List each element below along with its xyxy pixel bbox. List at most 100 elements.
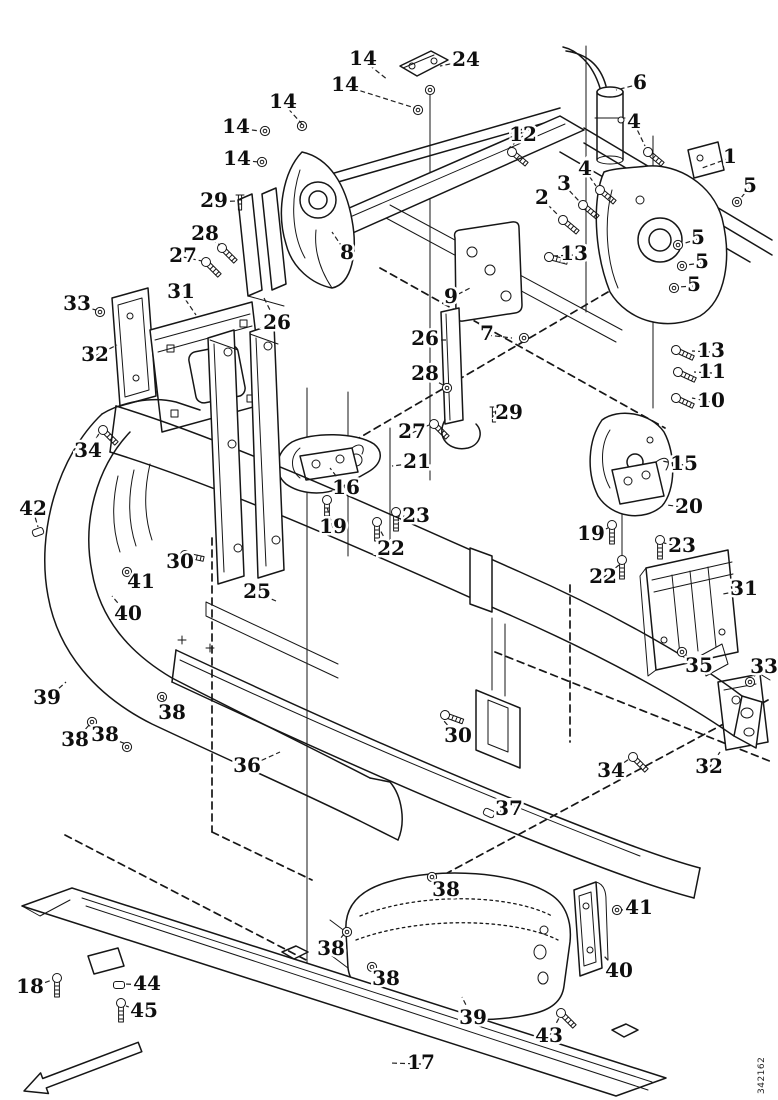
callout-20: 20 <box>675 494 703 518</box>
callout-18: 18 <box>16 974 44 998</box>
callout-3: 3 <box>557 171 571 195</box>
callout-38: 38 <box>158 700 186 724</box>
callout-leader-19 <box>326 506 334 529</box>
callout-40: 40 <box>605 958 633 982</box>
callout-38: 38 <box>317 936 345 960</box>
callout-29: 29 <box>200 188 228 212</box>
callout-leader-33 <box>751 667 765 679</box>
callout-4: 4 <box>578 156 592 180</box>
callout-14: 14 <box>331 72 359 96</box>
callout-leader-5 <box>681 238 699 245</box>
callout-leader-40 <box>111 595 129 616</box>
callout-leader-32 <box>94 344 118 357</box>
callout-11: 11 <box>698 359 726 383</box>
callout-15: 15 <box>670 451 698 475</box>
callout-leader-13 <box>551 254 575 257</box>
callout-45: 45 <box>130 998 158 1022</box>
callout-leader-12 <box>508 135 524 149</box>
callout-6: 6 <box>633 70 647 94</box>
callout-leader-36 <box>246 751 281 768</box>
callout-5: 5 <box>687 272 701 296</box>
callout-leader-43 <box>548 1017 560 1038</box>
callout-leader-38 <box>372 968 387 981</box>
callout-leader-16 <box>329 467 347 490</box>
callout-27: 27 <box>169 243 197 267</box>
callout-5: 5 <box>695 249 709 273</box>
callout-41: 41 <box>625 895 653 919</box>
callout-25: 25 <box>243 579 271 603</box>
callout-19: 19 <box>319 514 347 538</box>
callout-leader-28 <box>204 234 221 246</box>
shim-plate-shape <box>399 50 449 77</box>
callout-leader-45 <box>125 1005 145 1013</box>
callout-leader-38 <box>433 878 447 892</box>
callout-leader-38 <box>74 723 91 742</box>
callout-43: 43 <box>535 1023 563 1047</box>
callout-leader-32 <box>708 751 721 769</box>
callout-14: 14 <box>222 114 250 138</box>
callout-leader-24 <box>439 60 467 67</box>
callout-leader-11 <box>693 371 713 374</box>
callout-5: 5 <box>743 173 757 197</box>
callout-leader-30 <box>179 551 192 564</box>
callout-leader-30 <box>443 720 459 738</box>
callout-leader-40 <box>603 955 620 973</box>
callout-leader-5 <box>739 186 751 200</box>
callout-leader-25 <box>256 592 277 602</box>
callout-8: 8 <box>340 240 354 264</box>
callout-38: 38 <box>372 966 400 990</box>
callout-14: 14 <box>349 46 377 70</box>
callout-leader-44 <box>124 983 148 986</box>
left-brace-plates-shape <box>237 187 287 307</box>
callout-leader-39 <box>46 681 67 700</box>
callout-5: 5 <box>691 225 705 249</box>
left-side-plates-shape <box>111 287 265 433</box>
callout-22: 22 <box>589 564 617 588</box>
callout-17: 17 <box>407 1050 435 1074</box>
callout-leader-5 <box>677 285 695 288</box>
callout-leader-38 <box>104 735 127 745</box>
tow-hook-shape <box>257 434 381 494</box>
callout-37: 37 <box>495 796 523 820</box>
callout-38: 38 <box>432 877 460 901</box>
callout-23: 23 <box>402 503 430 527</box>
callout-42: 42 <box>19 496 47 520</box>
callout-33: 33 <box>750 654 778 678</box>
callout-32: 32 <box>695 754 723 778</box>
callout-leader-21 <box>391 462 418 467</box>
callout-leader-3 <box>563 184 580 202</box>
callout-leader-15 <box>661 460 685 466</box>
callout-36: 36 <box>233 753 261 777</box>
callout-leader-4 <box>633 122 646 147</box>
callout-leader-29 <box>497 412 510 415</box>
callout-39: 39 <box>459 1005 487 1029</box>
right-end-cap-shape <box>329 872 609 1021</box>
center-plate-shape <box>453 221 523 322</box>
callout-26: 26 <box>263 310 291 334</box>
callout-leader-14 <box>236 159 260 163</box>
left-mount-bracket-shape <box>280 151 355 289</box>
callout-30: 30 <box>444 723 472 747</box>
callout-31: 31 <box>730 576 758 600</box>
callout-leader-41 <box>128 573 142 584</box>
callout-leader-38 <box>162 698 173 715</box>
skid-plate-shape <box>21 887 667 1097</box>
callout-34: 34 <box>597 758 625 782</box>
callout-leader-34 <box>87 431 101 453</box>
right-side-plate-shape <box>639 549 739 677</box>
callout-leader-18 <box>29 979 53 989</box>
center-brace-shape <box>440 307 481 450</box>
callout-leader-35 <box>685 654 700 668</box>
callout-10: 10 <box>697 388 725 412</box>
callout-12: 12 <box>509 122 537 146</box>
callout-leader-27 <box>411 424 430 434</box>
callout-leader-2 <box>541 198 560 217</box>
callout-leader-33 <box>76 304 97 311</box>
callout-leader-34 <box>610 758 630 773</box>
callout-leader-20 <box>666 504 690 509</box>
callout-4: 4 <box>627 109 641 133</box>
callout-14: 14 <box>223 146 251 170</box>
callout-44: 44 <box>133 971 161 995</box>
